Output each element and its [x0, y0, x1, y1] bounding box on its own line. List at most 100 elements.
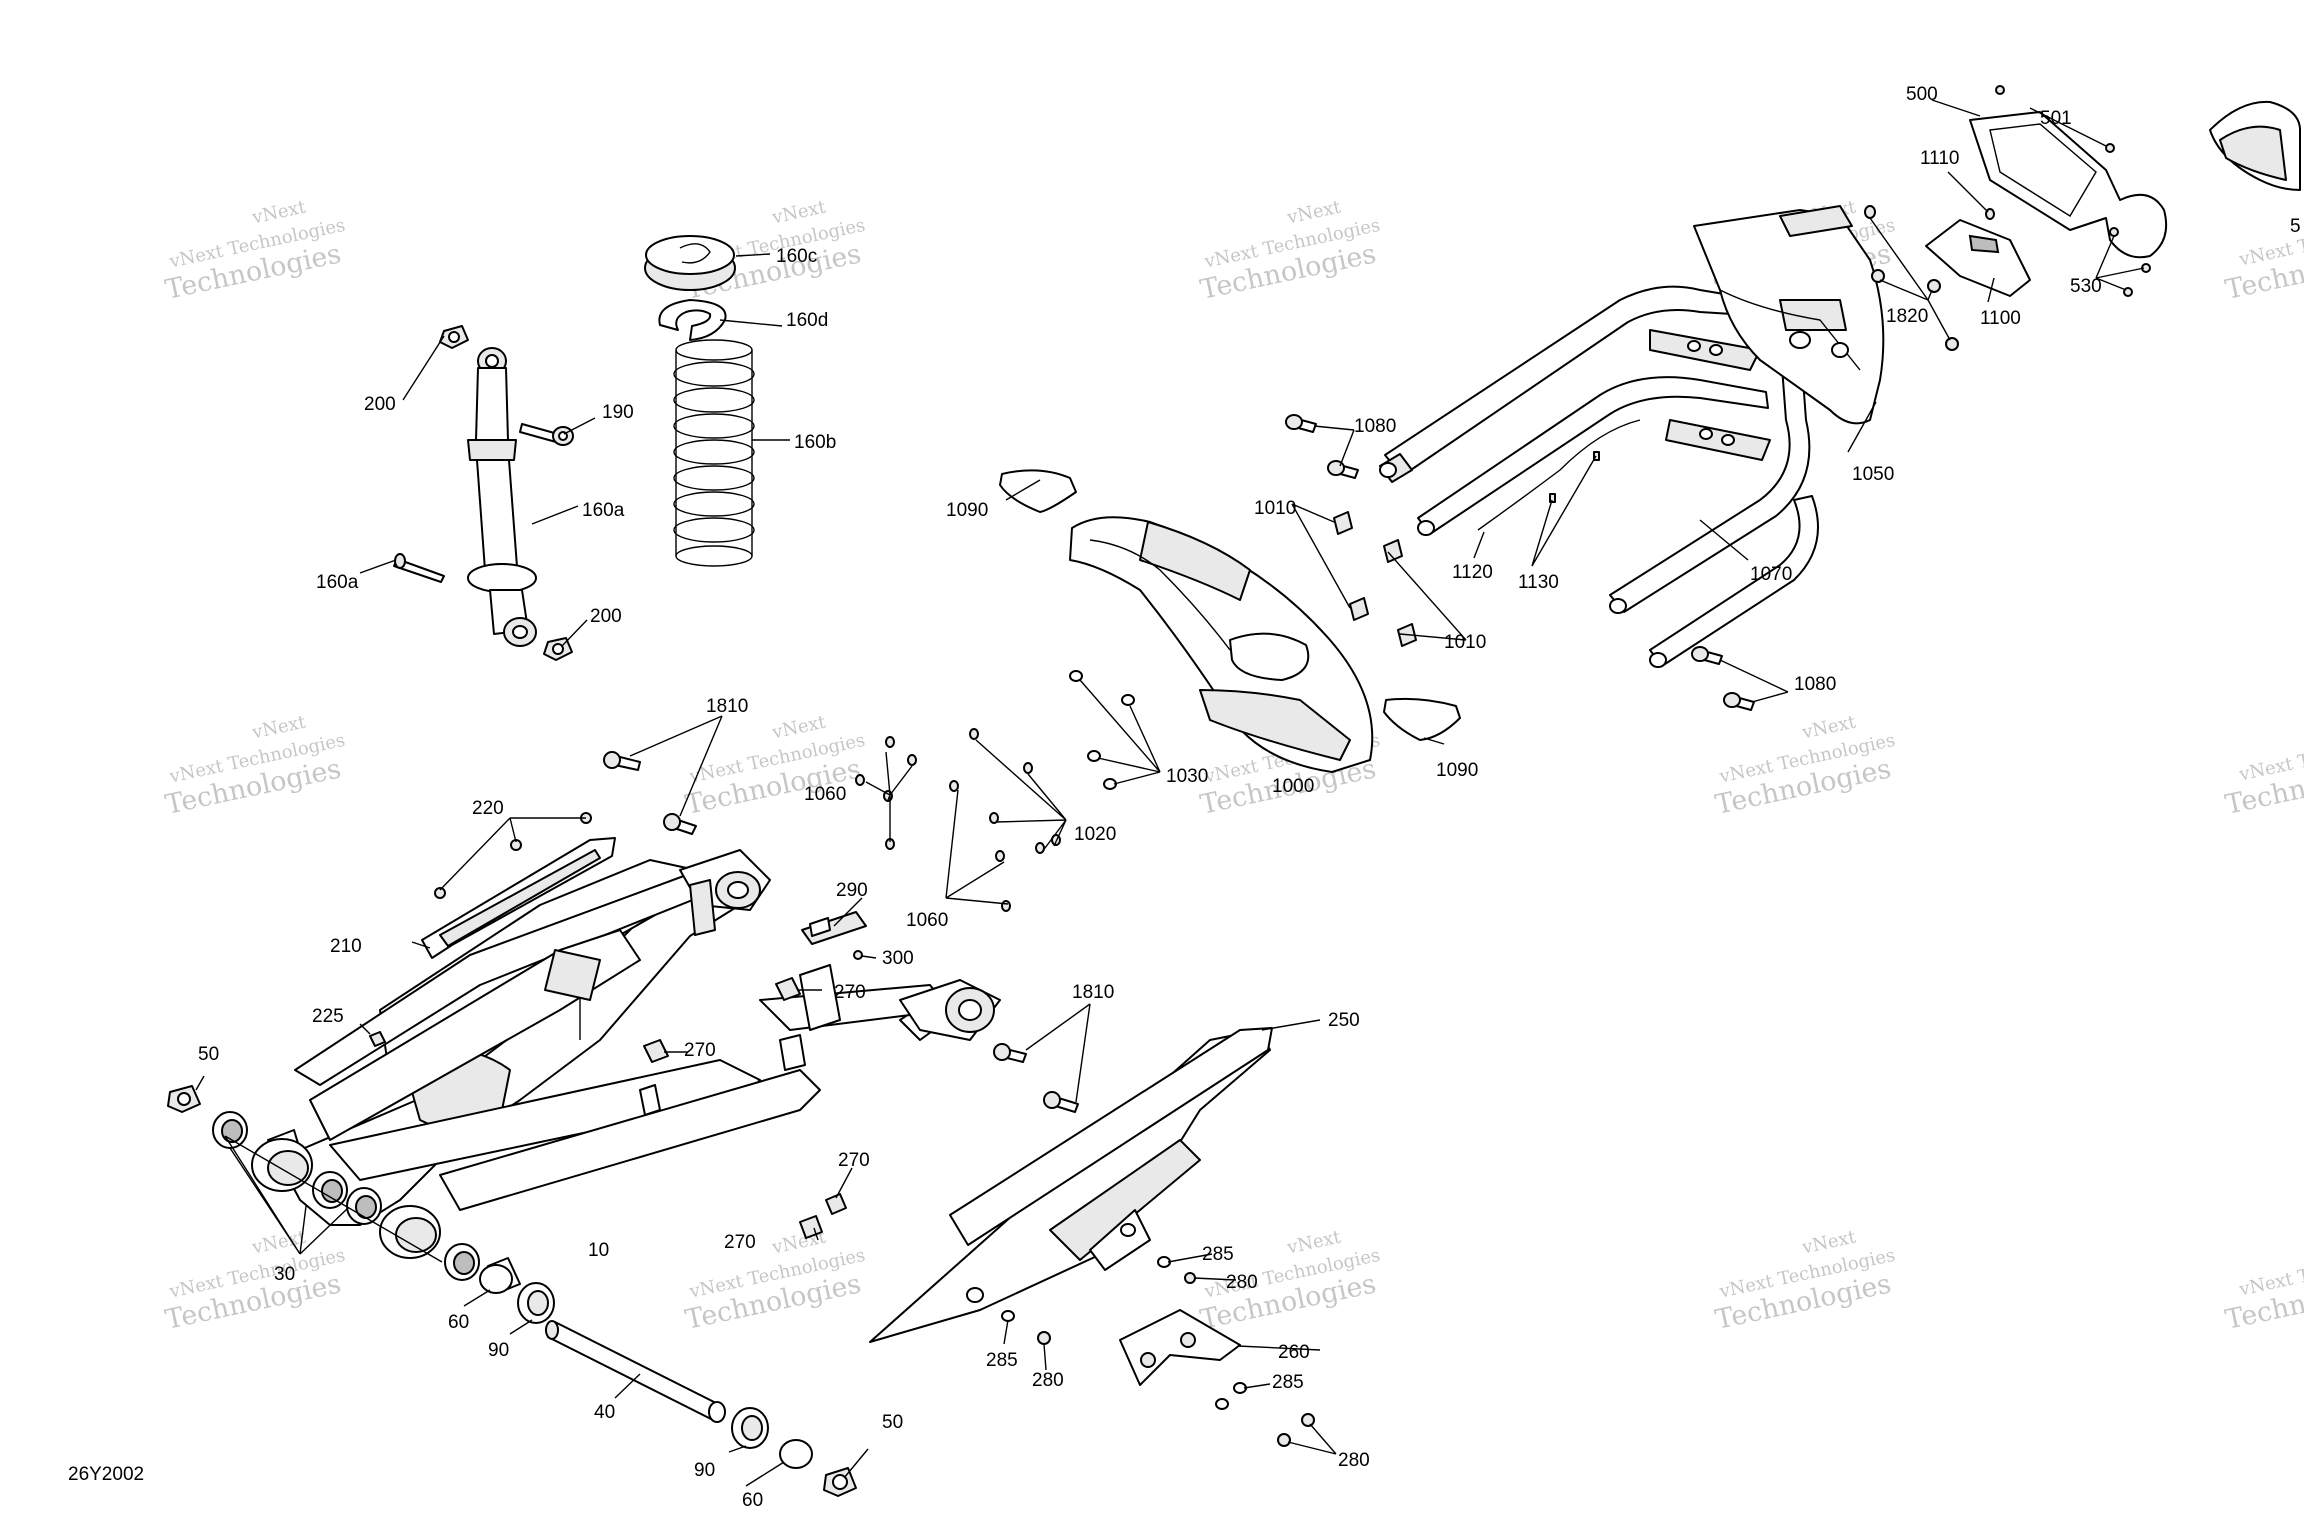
callout-1010-top: 1010 [1254, 498, 1296, 519]
bolt-1810-c[interactable] [993, 1043, 1027, 1063]
bearing-30-a[interactable] [212, 1111, 248, 1149]
callout-1120: 1120 [1452, 562, 1493, 583]
callout-30: 30 [274, 1264, 295, 1285]
screw-280-d[interactable] [1277, 1433, 1291, 1447]
callout-530: 530 [2070, 276, 2102, 297]
seal-1090-right[interactable] [1383, 697, 1461, 741]
bushing-60-left[interactable] [479, 1257, 521, 1294]
tail-light-partial[interactable] [2209, 100, 2301, 191]
chain-guide-210[interactable] [421, 837, 616, 959]
callout-280-c: 280 [1338, 1450, 1370, 1471]
clip-270-b[interactable] [643, 1039, 669, 1063]
shock-absorber[interactable] [467, 347, 537, 647]
callout-60-left: 60 [448, 1312, 469, 1333]
clip-270-d[interactable] [799, 1215, 823, 1239]
bolt-1080-a[interactable] [1285, 414, 1317, 433]
cable-tie-1130-b[interactable] [1593, 451, 1600, 461]
washer-1030-group[interactable] [1069, 670, 1135, 790]
bearing-30-c[interactable] [346, 1187, 382, 1225]
screw-530-a[interactable] [2109, 227, 2119, 237]
bolt-1080-b[interactable] [1327, 460, 1359, 479]
bolt-50-right[interactable] [823, 1467, 857, 1497]
spring-retainer-160d[interactable] [658, 299, 727, 341]
spring-seat-160c[interactable] [644, 235, 736, 291]
clip-1010-c[interactable] [1349, 597, 1369, 621]
callout-60-right: 60 [742, 1490, 763, 1511]
coil-spring-160b[interactable] [673, 339, 755, 567]
license-plate-bracket-500[interactable] [1969, 111, 2168, 259]
callout-1100: 1100 [1980, 308, 2021, 329]
bracket-260[interactable] [1119, 1309, 1241, 1386]
watermark: vNext vNext Technologies Technologies [1713, 711, 1897, 820]
callout-250: 250 [1328, 1010, 1360, 1031]
cable-tie-1130-a[interactable] [1549, 493, 1556, 503]
callout-1070: 1070 [1750, 564, 1792, 585]
bracket-1100[interactable] [1925, 219, 2031, 297]
callout-50-left: 50 [198, 1044, 219, 1065]
callout-200-top: 200 [364, 394, 396, 415]
callout-50-right: 50 [882, 1412, 903, 1433]
callout-1810-bottom: 1810 [1072, 982, 1114, 1003]
rear-fender-1000[interactable] [1069, 516, 1374, 773]
bushing-60-right[interactable] [779, 1439, 813, 1469]
bolt-1820-group[interactable] [1864, 205, 1959, 351]
bearing-30-d[interactable] [444, 1243, 480, 1281]
watermark: vNext Technologies Technologies [2223, 1243, 2304, 1336]
shock-bolt-190[interactable] [519, 423, 574, 446]
callout-1050: 1050 [1852, 464, 1894, 485]
nut-200-top[interactable] [439, 325, 469, 349]
bolt-1080-c[interactable] [1691, 646, 1723, 665]
nut-200-bottom[interactable] [543, 637, 573, 661]
callout-1130: 1130 [1518, 572, 1559, 593]
screw-1060-group[interactable] [855, 736, 1011, 912]
bearing-30-b[interactable] [312, 1171, 348, 1209]
callout-1000: 1000 [1272, 776, 1314, 797]
screw-280-b[interactable] [1037, 1331, 1051, 1345]
pivot-shaft-40[interactable] [545, 1320, 726, 1423]
chain-guard-250[interactable] [869, 1027, 1273, 1343]
washer-285-d[interactable] [1215, 1398, 1229, 1410]
callout-220: 220 [472, 798, 504, 819]
sensor-bracket-290[interactable] [801, 911, 867, 945]
rear-subframe-1070[interactable] [1379, 285, 1819, 668]
callout-300: 300 [882, 948, 914, 969]
callout-1810-top: 1810 [706, 696, 748, 717]
nut-225[interactable] [369, 1031, 386, 1047]
callout-1090-left: 1090 [946, 500, 988, 521]
spacer-90-left[interactable] [517, 1282, 555, 1324]
bolt-1080-d[interactable] [1723, 692, 1755, 711]
callout-225: 225 [312, 1006, 344, 1027]
callout-10: 10 [588, 1240, 609, 1261]
callout-1060-bottom: 1060 [906, 910, 948, 931]
tail-housing-1050[interactable] [1693, 205, 1885, 425]
watermark: vNext vNext Technologies Technologies [163, 196, 347, 305]
callout-160a-body: 160a [582, 500, 625, 521]
screw-300[interactable] [853, 950, 863, 960]
clip-1010-b[interactable] [1383, 539, 1403, 563]
bolt-1810-d[interactable] [1043, 1091, 1079, 1113]
clip-1010-a[interactable] [1333, 511, 1353, 535]
screw-280-a[interactable] [1184, 1272, 1196, 1284]
callout-1820: 1820 [1886, 306, 1928, 327]
callout-200-bottom: 200 [590, 606, 622, 627]
screw-280-c[interactable] [1301, 1413, 1315, 1427]
clip-270-a[interactable] [775, 977, 801, 1001]
callout-285-a: 285 [1202, 1244, 1234, 1265]
washer-285-b[interactable] [1001, 1310, 1015, 1322]
swing-arm[interactable] [251, 849, 1001, 1259]
clip-270-c[interactable] [825, 1193, 847, 1215]
screw-501-a[interactable] [1995, 85, 2005, 95]
wire-harness-1120[interactable] [1477, 419, 1641, 531]
callout-285-b: 285 [986, 1350, 1018, 1371]
screw-220-a[interactable] [434, 887, 446, 899]
screw-501-b[interactable] [2105, 143, 2115, 153]
watermark: vNext vNext Technologies Technologies [163, 711, 347, 820]
callout-270-a: 270 [834, 982, 866, 1003]
spacer-90-right[interactable] [731, 1407, 769, 1449]
bolt-50-left[interactable] [167, 1085, 201, 1113]
bolt-1810-b[interactable] [663, 813, 697, 835]
bolt-1810-a[interactable] [603, 751, 641, 771]
shock-bolt-160a[interactable] [393, 553, 445, 583]
seal-1090-left[interactable] [999, 469, 1077, 513]
callout-160d: 160d [786, 310, 828, 331]
